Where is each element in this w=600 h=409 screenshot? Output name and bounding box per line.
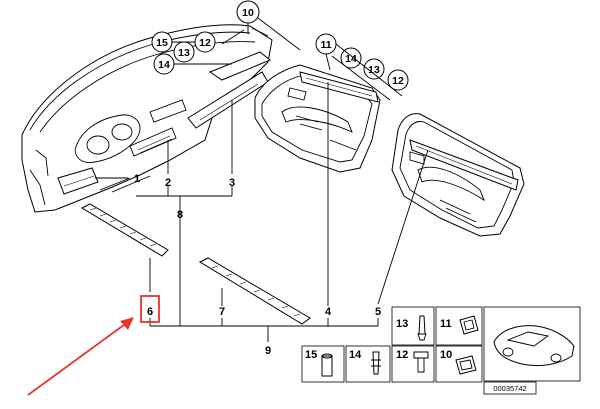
svg-text:15: 15 xyxy=(305,349,317,361)
callout-12a: 12 xyxy=(194,31,216,53)
legend-cell-13 xyxy=(391,306,435,346)
svg-text:12: 12 xyxy=(392,75,404,87)
part-label-5: 5 xyxy=(375,306,381,318)
callout-13b: 13 xyxy=(363,58,385,80)
clip-10-icon xyxy=(455,355,477,375)
parts-legend: 13 11 15 14 12 10 00035742 xyxy=(301,306,581,395)
sleeve-15-icon xyxy=(321,355,333,377)
part-label-1: 1 xyxy=(134,173,140,185)
highlight-arrow-head xyxy=(120,317,134,330)
callout-15: 15 xyxy=(151,31,173,53)
rear-door-illustration xyxy=(391,113,525,237)
svg-text:14: 14 xyxy=(158,59,170,71)
svg-text:12: 12 xyxy=(199,37,211,49)
callout-leaders xyxy=(172,17,403,101)
svg-text:15: 15 xyxy=(156,37,168,49)
sill-trim-strip-7 xyxy=(198,257,311,325)
part-label-9: 9 xyxy=(265,345,271,357)
callout-13a: 13 xyxy=(173,41,195,63)
callout-14b: 14 xyxy=(340,47,362,69)
svg-text:13: 13 xyxy=(368,64,380,76)
catalog-number-box xyxy=(483,381,537,395)
part-label-7: 7 xyxy=(219,306,225,318)
svg-text:13: 13 xyxy=(178,47,190,59)
clip-11-icon xyxy=(459,315,479,335)
callout-11: 11 xyxy=(315,33,337,55)
callout-12b: 12 xyxy=(387,69,409,91)
highlight-box xyxy=(140,295,160,323)
dashboard-illustration xyxy=(21,24,273,213)
svg-text:13: 13 xyxy=(396,318,408,330)
highlight-arrow-line xyxy=(27,321,129,396)
part-label-6: 6 xyxy=(147,306,153,318)
callout-14a: 14 xyxy=(153,53,175,75)
clip-12-icon xyxy=(413,351,429,359)
legend-cell-14 xyxy=(345,345,391,383)
highlight-marker xyxy=(27,295,160,396)
svg-text:11: 11 xyxy=(440,318,452,330)
catalog-number: 00035742 xyxy=(493,384,526,393)
part-label-4: 4 xyxy=(325,306,332,318)
front-door-illustration xyxy=(254,64,381,173)
part-label-8: 8 xyxy=(177,209,183,221)
svg-text:14: 14 xyxy=(345,53,357,65)
pin-13-icon xyxy=(418,315,426,335)
part-label-3: 3 xyxy=(229,177,235,189)
sill-trim-strip-6 xyxy=(80,203,169,257)
part-label-2: 2 xyxy=(165,177,171,189)
svg-text:12: 12 xyxy=(396,349,408,361)
svg-text:11: 11 xyxy=(320,39,331,51)
callout-10: 10 xyxy=(236,0,260,24)
svg-text:10: 10 xyxy=(440,349,452,361)
svg-text:14: 14 xyxy=(349,349,362,361)
pin-14-icon xyxy=(372,351,380,375)
car-icon xyxy=(493,325,575,367)
svg-text:10: 10 xyxy=(242,7,254,19)
